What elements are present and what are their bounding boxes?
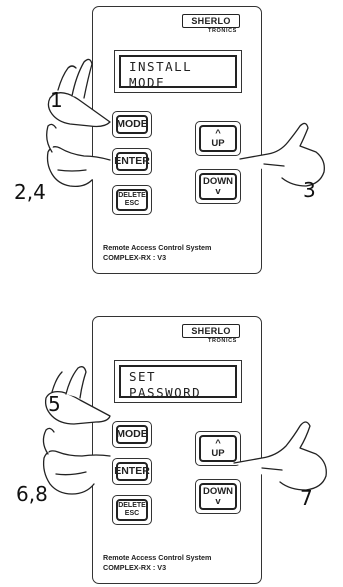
hand-pointer-icon	[233, 421, 327, 491]
delete-esc-button[interactable]: DELETE ESC	[112, 495, 152, 525]
caption-line-2: COMPLEX-RX : V3	[103, 252, 167, 262]
up-button[interactable]: ^ UP	[195, 431, 241, 466]
caption-line-1: Remote Access Control System	[103, 553, 212, 562]
up-arrow-icon: ^	[215, 127, 221, 139]
up-label: UP	[211, 447, 225, 459]
up-button[interactable]: ^ UP	[195, 121, 241, 156]
lcd-display: INSTALL MODE	[114, 50, 242, 93]
mode-button[interactable]: MODE	[112, 421, 152, 448]
esc-label: ESC	[124, 510, 140, 517]
enter-button[interactable]: ENTER	[112, 148, 152, 175]
remote-device: SHERLO TRONICS SET PASSWORD MODE ENTER D…	[92, 316, 262, 584]
step-number-down: 7	[300, 486, 313, 510]
hand-pointer-icon	[46, 146, 111, 188]
lcd-line-1: SET	[129, 369, 157, 384]
lcd-line-2: PASSWORD	[129, 385, 202, 400]
pointing-hands	[42, 366, 327, 495]
delete-label: DELETE	[118, 192, 146, 199]
lcd-line-1: INSTALL	[129, 59, 193, 74]
mode-label: MODE	[116, 428, 148, 440]
enter-label: ENTER	[114, 155, 150, 167]
up-arrow-icon: ^	[215, 437, 221, 449]
device-caption: Remote Access Control System COMPLEX-RX …	[103, 243, 211, 262]
hand-pointer-icon	[239, 122, 325, 187]
down-arrow-icon: v	[215, 495, 221, 507]
logo-sub: TRONICS	[208, 338, 237, 344]
device-caption: Remote Access Control System COMPLEX-RX …	[103, 553, 211, 572]
logo-brand: SHERLO	[182, 324, 240, 338]
remote-device: SHERLO TRONICS INSTALL MODE MODE ENTER D…	[92, 6, 262, 274]
lcd-display: SET PASSWORD	[114, 360, 242, 403]
step-number-mode: 1	[50, 88, 63, 112]
up-label: UP	[211, 137, 225, 149]
esc-label: ESC	[124, 200, 140, 207]
down-arrow-icon: v	[215, 185, 221, 197]
step-number-mode: 5	[48, 392, 61, 416]
down-button[interactable]: DOWN v	[195, 169, 241, 204]
down-label: DOWN	[202, 175, 234, 187]
brand-logo: SHERLO TRONICS	[182, 324, 250, 348]
down-button[interactable]: DOWN v	[195, 479, 241, 514]
step-number-enter: 2,4	[14, 180, 46, 204]
step-diagram-2: SHERLO TRONICS SET PASSWORD MODE ENTER D…	[0, 312, 343, 584]
hand-pointer-icon	[42, 450, 111, 495]
delete-esc-button[interactable]: DELETE ESC	[112, 185, 152, 215]
mode-button[interactable]: MODE	[112, 111, 152, 138]
caption-line-2: COMPLEX-RX : V3	[103, 562, 167, 572]
mode-label: MODE	[116, 118, 148, 130]
enter-button[interactable]: ENTER	[112, 458, 152, 485]
logo-sub: TRONICS	[208, 28, 237, 34]
pointing-hands	[46, 58, 325, 188]
step-diagram-1: SHERLO TRONICS INSTALL MODE MODE ENTER D…	[0, 2, 343, 274]
brand-logo: SHERLO TRONICS	[182, 14, 250, 38]
down-label: DOWN	[202, 485, 234, 497]
hand-pointer-icon	[47, 92, 111, 128]
lcd-line-2: MODE	[129, 75, 166, 90]
step-number-enter: 6,8	[16, 482, 48, 506]
caption-line-1: Remote Access Control System	[103, 243, 212, 252]
hand-pointer-icon	[44, 390, 111, 425]
enter-label: ENTER	[114, 465, 150, 477]
step-number-down: 3	[303, 178, 316, 202]
delete-label: DELETE	[118, 502, 146, 509]
logo-brand: SHERLO	[182, 14, 240, 28]
